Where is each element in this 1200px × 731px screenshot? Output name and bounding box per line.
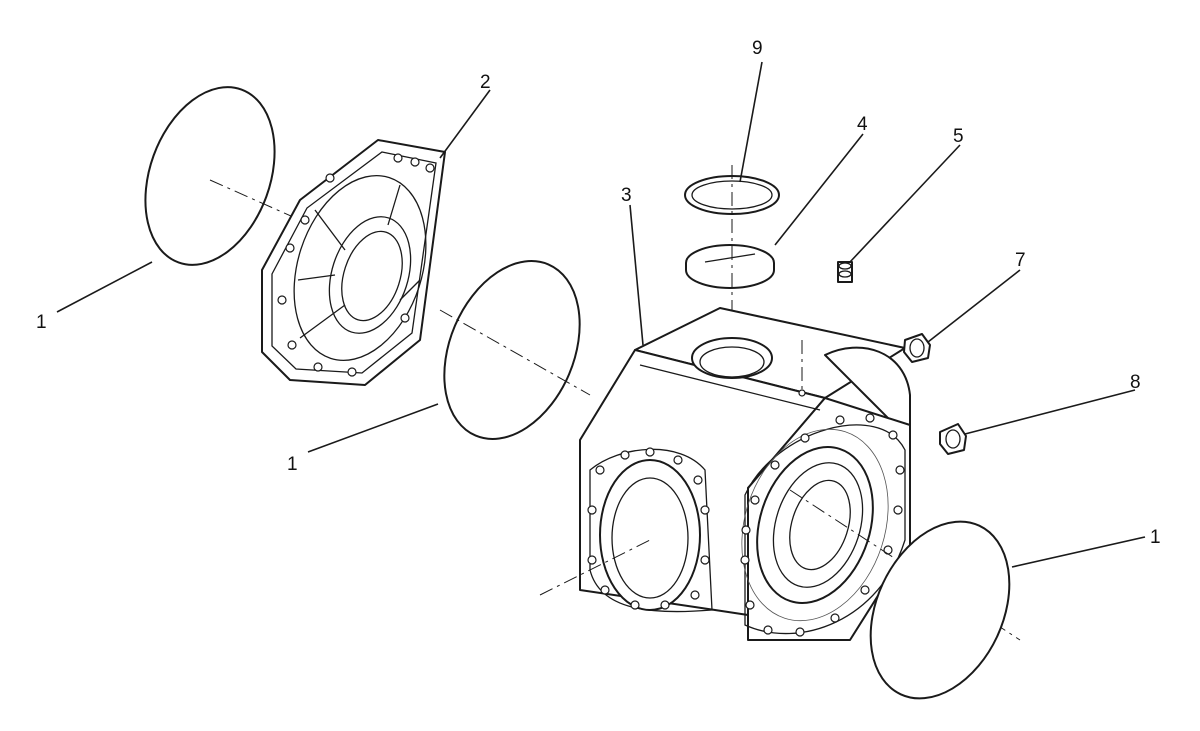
callout-oring-middle: 1: [287, 454, 298, 475]
cover-plate: [261, 139, 446, 386]
main-housing: [579, 307, 911, 641]
leader-lines: [56, 61, 1146, 568]
axis-line-left-port: [539, 539, 651, 596]
axis-line-cover: [209, 179, 301, 221]
top-plug: [685, 244, 775, 289]
oring-middle: [443, 260, 581, 440]
callout-plug-8: 8: [1130, 372, 1141, 393]
small-fitting: [837, 261, 853, 283]
axis-line-middle: [439, 309, 591, 396]
callout-snap-ring: 9: [752, 38, 763, 59]
callout-oring-right: 1: [1150, 527, 1161, 548]
callout-cover: 2: [480, 72, 491, 93]
plug-7: [903, 333, 931, 363]
oring-upper-left: [144, 86, 276, 266]
callout-oring-upper-left: 1: [36, 312, 47, 333]
callout-top-plug: 4: [857, 114, 868, 135]
callout-housing: 3: [621, 185, 632, 206]
callout-small-fitting: 5: [953, 126, 964, 147]
plug-8: [939, 423, 967, 455]
callout-plug-7: 7: [1015, 250, 1026, 271]
oring-right: [869, 520, 1011, 700]
